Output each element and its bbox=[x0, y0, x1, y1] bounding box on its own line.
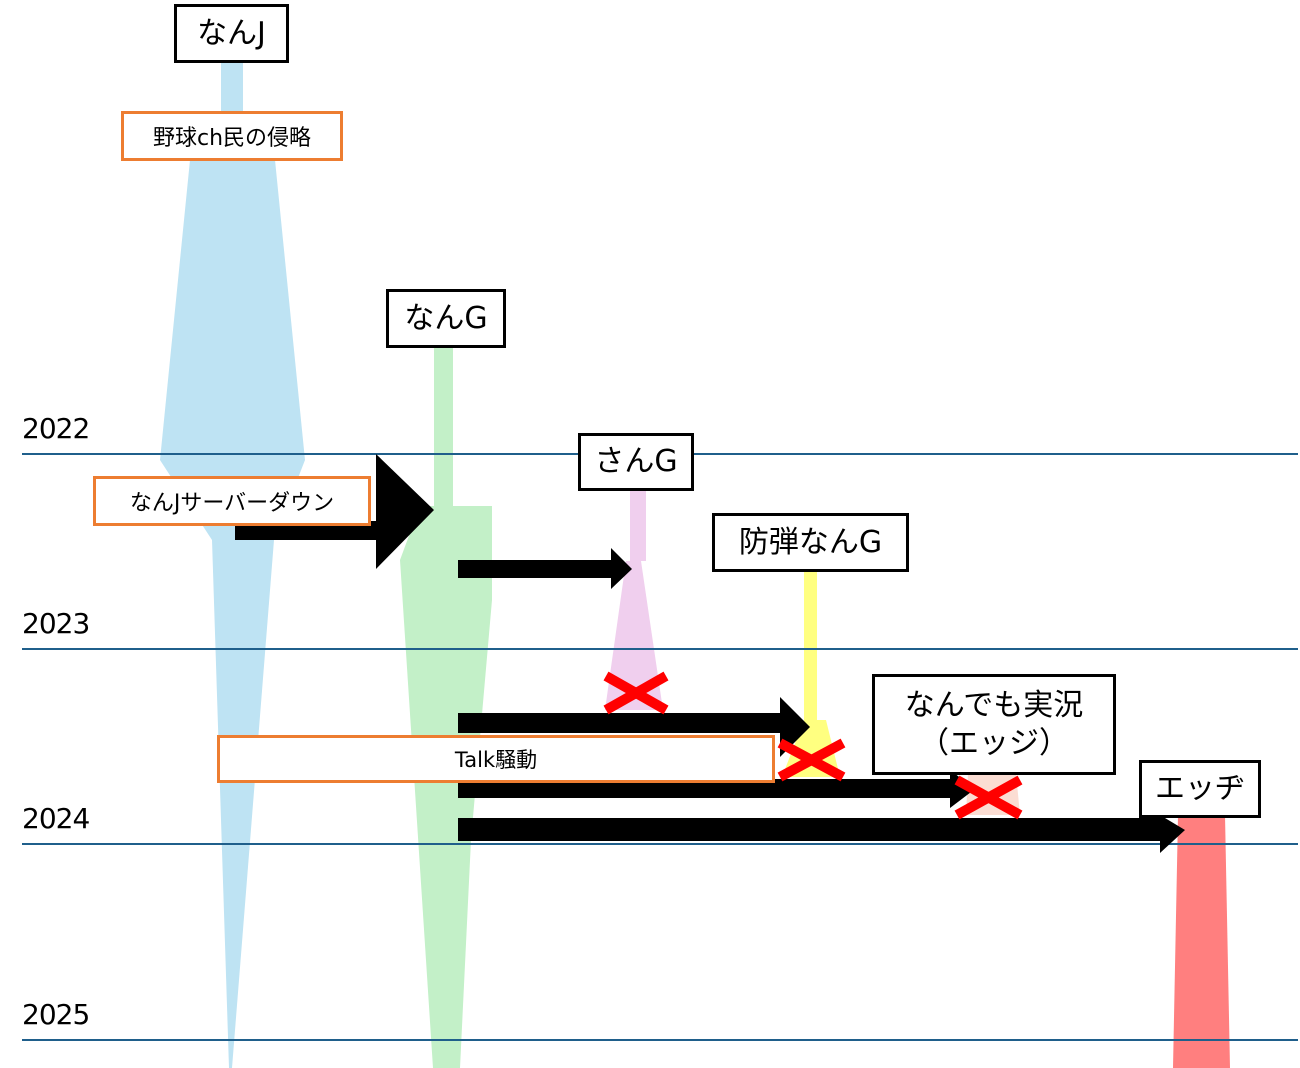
stream-edge bbox=[1173, 815, 1230, 1068]
end-mark-nandemo bbox=[954, 775, 1023, 820]
year-label-2023: 2023 bbox=[22, 607, 90, 640]
end-marks bbox=[603, 671, 1023, 820]
end-mark-bodan bbox=[777, 738, 846, 782]
event-server-down: なんJサーバーダウン bbox=[93, 476, 371, 526]
node-nanj: なんJ bbox=[174, 4, 289, 63]
streams bbox=[160, 62, 1230, 1068]
event-label: 野球ch民の侵略 bbox=[152, 126, 312, 151]
stream-nanj bbox=[160, 62, 305, 1068]
node-label: なんJ bbox=[197, 15, 266, 51]
year-label-2022: 2022 bbox=[22, 412, 90, 445]
arrow-nang-to-sang bbox=[458, 548, 632, 589]
node-bodan-nang: 防弾なんG bbox=[712, 513, 909, 572]
node-label: エッヂ bbox=[1155, 771, 1245, 807]
node-sang: さんG bbox=[578, 433, 694, 491]
node-nang: なんG bbox=[386, 289, 506, 348]
stream-nang bbox=[400, 347, 492, 1068]
node-label: さんG bbox=[594, 444, 678, 480]
node-label: なんG bbox=[404, 300, 488, 336]
event-yakyu-invasion: 野球ch民の侵略 bbox=[121, 111, 343, 161]
node-label-line1: なんでも実況 bbox=[904, 688, 1084, 723]
node-edge: エッヂ bbox=[1139, 760, 1261, 818]
event-label: なんJサーバーダウン bbox=[129, 491, 335, 516]
stream-bodan bbox=[782, 571, 840, 777]
arrows bbox=[235, 454, 1185, 853]
arrow-nang-to-edge bbox=[458, 815, 1185, 853]
event-label: Talk騒動 bbox=[454, 748, 538, 772]
end-mark-sang bbox=[603, 671, 669, 715]
year-label-2025: 2025 bbox=[22, 998, 90, 1031]
node-label-line2: （エッジ） bbox=[919, 725, 1069, 761]
arrow-nanj-to-nang bbox=[235, 454, 434, 569]
year-label-2024: 2024 bbox=[22, 802, 90, 835]
node-label: 防弾なんG bbox=[738, 524, 883, 560]
arrow-nang-to-bodan bbox=[458, 697, 810, 757]
node-nandemo-jikkyo: なんでも実況 （エッジ） bbox=[872, 674, 1116, 775]
event-talk-controversy: Talk騒動 bbox=[217, 735, 775, 783]
stream-sang bbox=[605, 490, 663, 710]
